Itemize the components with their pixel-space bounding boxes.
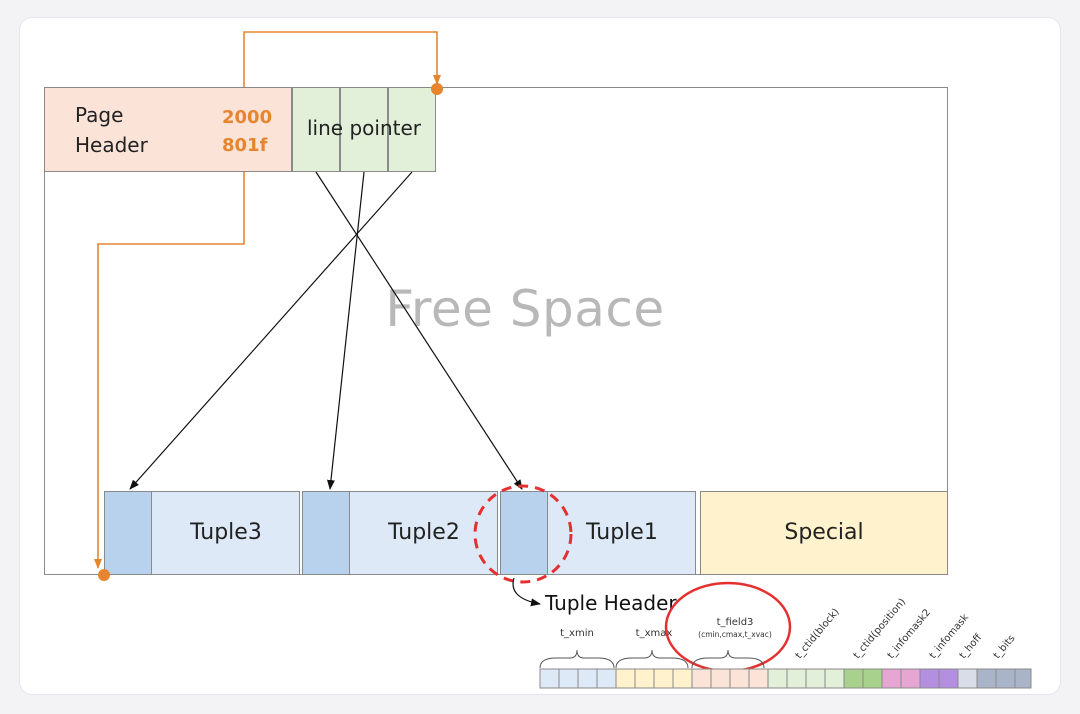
page-header-label: Page Header (75, 100, 195, 160)
field-label-t-field3: t_field3 (716, 617, 754, 628)
field-label-t-field3-sub: (cmin,cmax,t_xvac) (698, 630, 772, 639)
line-pointer-2-arrow (326, 171, 365, 490)
page-header-line1: Page (75, 103, 124, 127)
pd-upper-dot (98, 569, 110, 581)
field-label-t-xmin: t_xmin (560, 628, 594, 639)
field-label-t-xmax: t_xmax (635, 628, 673, 639)
tuple-header-highlight (473, 484, 573, 584)
brace-t-xmax (615, 649, 689, 669)
free-space-label: Free Space (385, 280, 665, 338)
special-label: Special (784, 520, 864, 545)
brace-t-xmin (539, 649, 615, 669)
line-pointer-1-arrow (315, 171, 523, 490)
tuple1-label: Tuple1 (586, 520, 658, 545)
brace-t-field3 (691, 649, 765, 669)
line-pointer-label: line pointer (307, 116, 421, 140)
page-header-box (44, 87, 292, 172)
tuple3-label: Tuple3 (190, 520, 262, 545)
special-box (700, 491, 948, 575)
line-pointer-3-arrow (129, 171, 413, 490)
tuple2-label: Tuple2 (388, 520, 460, 545)
line-pointer-cell-2 (340, 87, 388, 172)
pd-upper-value: 801f (222, 135, 268, 156)
tuple1-header-cell (500, 491, 548, 575)
pd-upper-pointer (94, 172, 245, 569)
pd-lower-value: 2000 (222, 107, 273, 128)
pd-lower-pointer (243, 31, 441, 87)
tuple2-header-cell (302, 491, 350, 575)
line-pointer-cell-3 (388, 87, 436, 172)
tuple-header-label: Tuple Header (545, 591, 677, 615)
line-pointer-cell-1 (292, 87, 340, 172)
tuple-header-callout (512, 577, 541, 607)
page-header-line2: Header (75, 133, 148, 157)
pd-lower-dot (431, 83, 443, 95)
tuple3-header-cell (104, 491, 152, 575)
tuple-header-field-strip (539, 668, 1032, 689)
t-field3-highlight (664, 581, 792, 673)
